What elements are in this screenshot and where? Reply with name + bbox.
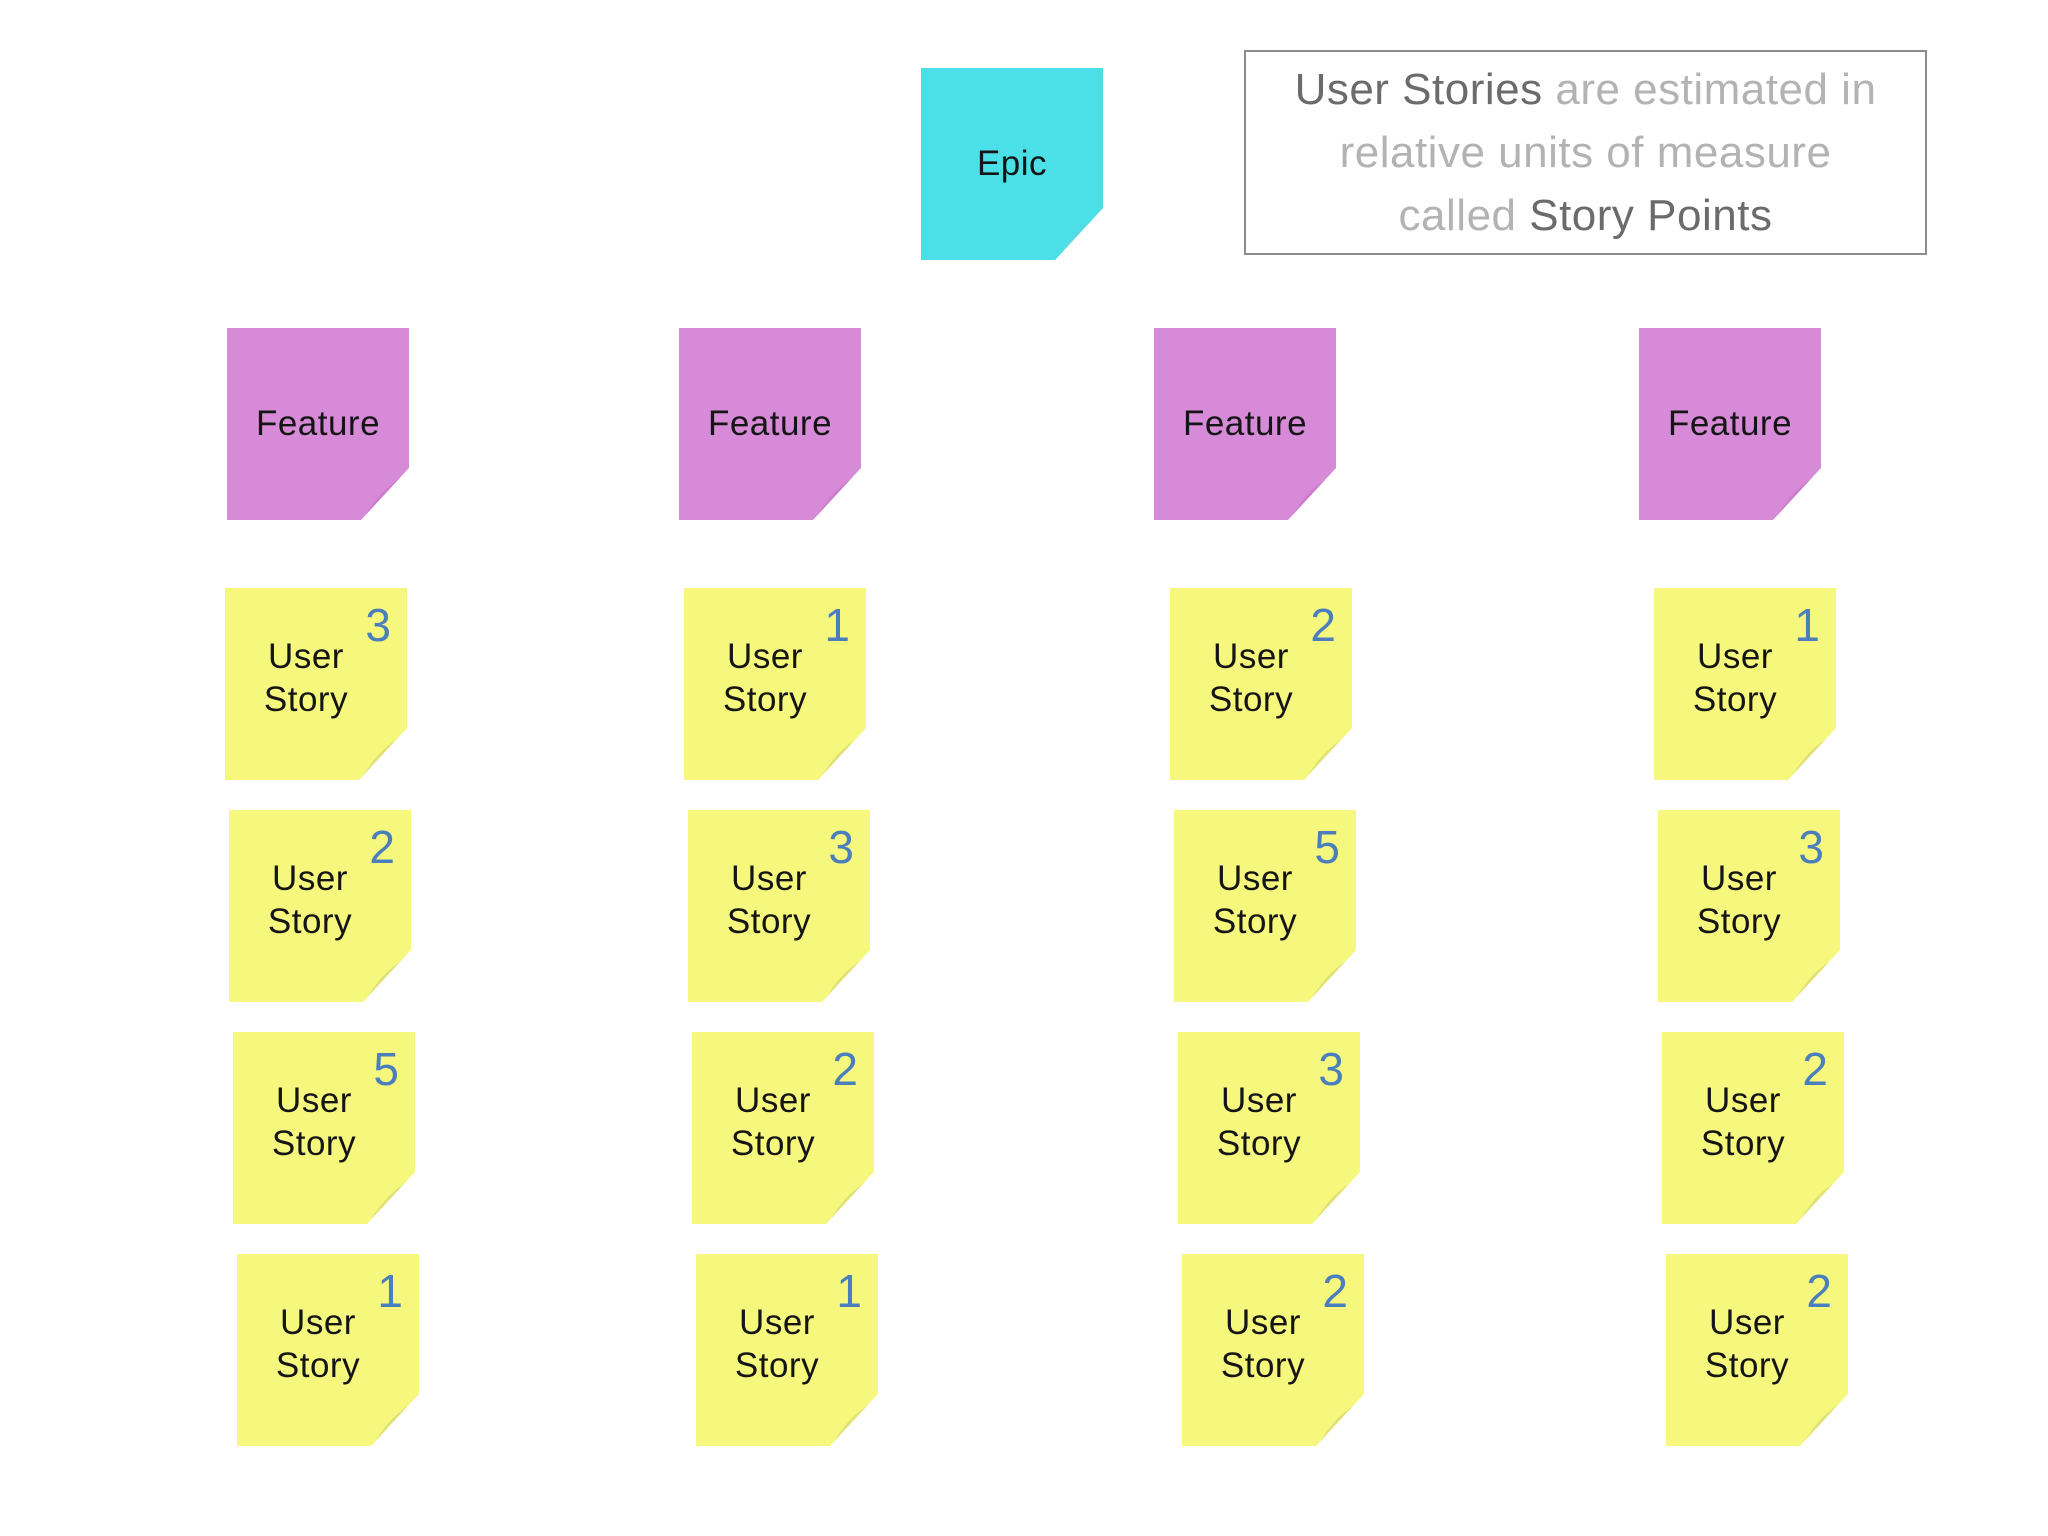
story-points-value: 2 bbox=[1802, 1043, 1828, 1095]
callout-line: called Story Points bbox=[1246, 184, 1925, 247]
user-story-label: User Story bbox=[734, 1303, 820, 1385]
corner-fold-icon bbox=[362, 950, 412, 1004]
feature-note: Feature bbox=[227, 328, 409, 520]
corner-fold-icon bbox=[812, 468, 862, 522]
corner-fold-icon bbox=[825, 1172, 875, 1226]
user-story-label: User Story bbox=[1704, 1303, 1790, 1385]
user-story-label: User Story bbox=[271, 1081, 357, 1163]
corner-fold-icon bbox=[1791, 950, 1841, 1004]
corner-fold-icon bbox=[366, 1172, 416, 1226]
callout-text-segment: called bbox=[1398, 191, 1530, 240]
feature-note: Feature bbox=[1639, 328, 1821, 520]
story-points-value: 1 bbox=[377, 1265, 403, 1317]
story-points-value: 1 bbox=[824, 599, 850, 651]
user-story-label: User Story bbox=[267, 859, 353, 941]
corner-fold-icon bbox=[370, 1394, 420, 1448]
user-story-note: User Story 1 bbox=[684, 588, 866, 780]
corner-fold-icon bbox=[358, 728, 408, 782]
story-points-value: 2 bbox=[369, 821, 395, 873]
callout-text-segment: relative units of measure bbox=[1339, 128, 1832, 177]
user-story-label: User Story bbox=[1212, 859, 1298, 941]
corner-fold-icon bbox=[1772, 468, 1822, 522]
story-points-value: 2 bbox=[1322, 1265, 1348, 1317]
callout-line: relative units of measure bbox=[1246, 121, 1925, 184]
corner-fold-icon bbox=[1287, 468, 1337, 522]
user-story-note: User Story 2 bbox=[229, 810, 411, 1002]
feature-label: Feature bbox=[707, 403, 833, 443]
feature-note: Feature bbox=[1154, 328, 1336, 520]
corner-fold-icon bbox=[821, 950, 871, 1004]
story-points-value: 3 bbox=[1318, 1043, 1344, 1095]
feature-label: Feature bbox=[255, 403, 381, 443]
corner-fold-icon bbox=[817, 728, 867, 782]
callout-text-segment: are estimated in bbox=[1542, 65, 1877, 114]
user-story-label: User Story bbox=[722, 637, 808, 719]
feature-label: Feature bbox=[1667, 403, 1793, 443]
corner-fold-icon bbox=[1799, 1394, 1849, 1448]
story-points-value: 2 bbox=[832, 1043, 858, 1095]
user-story-note: User Story 3 bbox=[688, 810, 870, 1002]
user-story-note: User Story 3 bbox=[1658, 810, 1840, 1002]
corner-fold-icon bbox=[1303, 728, 1353, 782]
story-points-value: 1 bbox=[1794, 599, 1820, 651]
user-story-label: User Story bbox=[1696, 859, 1782, 941]
story-points-callout: User Stories are estimated in relative un… bbox=[1244, 50, 1927, 255]
corner-fold-icon bbox=[1307, 950, 1357, 1004]
user-story-note: User Story 3 bbox=[1178, 1032, 1360, 1224]
user-story-label: User Story bbox=[1220, 1303, 1306, 1385]
user-story-label: User Story bbox=[730, 1081, 816, 1163]
user-story-note: User Story 5 bbox=[1174, 810, 1356, 1002]
feature-label: Feature bbox=[1182, 403, 1308, 443]
story-points-value: 3 bbox=[365, 599, 391, 651]
user-story-label: User Story bbox=[1692, 637, 1778, 719]
story-points-value: 2 bbox=[1806, 1265, 1832, 1317]
user-story-label: User Story bbox=[275, 1303, 361, 1385]
callout-line: User Stories are estimated in bbox=[1246, 58, 1925, 121]
callout-text-segment: User Stories bbox=[1294, 65, 1543, 114]
user-story-label: User Story bbox=[1208, 637, 1294, 719]
user-story-note: User Story 2 bbox=[1662, 1032, 1844, 1224]
user-story-label: User Story bbox=[726, 859, 812, 941]
user-story-note: User Story 1 bbox=[696, 1254, 878, 1446]
user-story-label: User Story bbox=[1700, 1081, 1786, 1163]
user-story-note: User Story 3 bbox=[225, 588, 407, 780]
story-points-value: 1 bbox=[836, 1265, 862, 1317]
story-points-value: 5 bbox=[373, 1043, 399, 1095]
story-points-value: 2 bbox=[1310, 599, 1336, 651]
user-story-note: User Story 1 bbox=[1654, 588, 1836, 780]
story-points-value: 3 bbox=[1798, 821, 1824, 873]
feature-note: Feature bbox=[679, 328, 861, 520]
user-story-note: User Story 2 bbox=[1666, 1254, 1848, 1446]
user-story-label: User Story bbox=[263, 637, 349, 719]
user-story-label: User Story bbox=[1216, 1081, 1302, 1163]
corner-fold-icon bbox=[1787, 728, 1837, 782]
corner-fold-icon bbox=[829, 1394, 879, 1448]
epic-note: Epic bbox=[921, 68, 1103, 260]
user-story-note: User Story 1 bbox=[237, 1254, 419, 1446]
corner-fold-icon bbox=[1795, 1172, 1845, 1226]
story-points-value: 3 bbox=[828, 821, 854, 873]
user-story-note: User Story 2 bbox=[692, 1032, 874, 1224]
user-story-note: User Story 5 bbox=[233, 1032, 415, 1224]
corner-fold-icon bbox=[1315, 1394, 1365, 1448]
corner-fold-icon bbox=[1311, 1172, 1361, 1226]
epic-label: Epic bbox=[976, 143, 1048, 183]
corner-fold-icon bbox=[360, 468, 410, 522]
corner-fold-icon bbox=[1054, 208, 1104, 262]
user-story-note: User Story 2 bbox=[1170, 588, 1352, 780]
callout-text-segment: Story Points bbox=[1529, 191, 1773, 240]
story-points-value: 5 bbox=[1314, 821, 1340, 873]
user-story-note: User Story 2 bbox=[1182, 1254, 1364, 1446]
